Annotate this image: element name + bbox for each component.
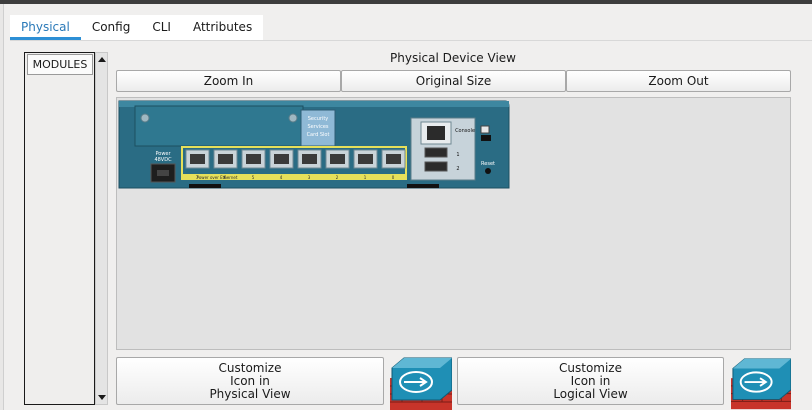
firewall-symbol-ring	[739, 371, 773, 393]
modules-header[interactable]: MODULES	[27, 54, 93, 75]
customize-logical-line1: Customize	[559, 360, 622, 375]
port-0-socket	[386, 154, 401, 164]
port-number-2: 2	[336, 175, 339, 180]
usb-port-2[interactable]	[424, 161, 448, 172]
security-services-card-slot[interactable]	[300, 109, 336, 147]
customize-logical-line3: Logical View	[553, 386, 628, 401]
customize-logical-line2: Icon in	[570, 373, 611, 388]
device-chassis-svg: Security Services Card Slot Power 48VDC	[118, 100, 510, 189]
slot-label-line1: Security	[308, 116, 329, 122]
port-3-socket	[302, 154, 317, 164]
scroll-down-arrow-icon[interactable]	[97, 392, 107, 402]
slot-screw-left	[140, 113, 150, 123]
port-7-socket	[190, 154, 205, 164]
reset-label: Reset	[481, 161, 495, 167]
chassis-top-edge	[119, 101, 509, 107]
logical-view-firewall-icon[interactable]	[731, 356, 791, 410]
tab-config[interactable]: Config	[91, 20, 131, 34]
slot-label-line3: Card Slot	[307, 132, 330, 138]
port-number-5: 5	[252, 175, 255, 180]
zoom-out-button[interactable]: Zoom Out	[566, 70, 791, 92]
physical-device-view-title: Physical Device View	[390, 51, 516, 65]
tab-physical[interactable]: Physical	[10, 15, 81, 40]
customize-physical-line3: Physical View	[209, 386, 291, 401]
original-size-button[interactable]: Original Size	[341, 70, 566, 92]
port-number-7: 7	[196, 175, 199, 180]
usb-port-1[interactable]	[424, 147, 448, 158]
port-2-socket	[330, 154, 345, 164]
tab-cli[interactable]: CLI	[152, 20, 171, 34]
port-number-4: 4	[280, 175, 283, 180]
tab-attributes[interactable]: Attributes	[192, 20, 253, 34]
port-6-socket	[218, 154, 233, 164]
port-5-socket	[246, 154, 261, 164]
firewall-device-top	[732, 358, 791, 369]
device-foot-left	[189, 184, 221, 188]
tab-bar: Physical Config CLI Attributes	[10, 15, 264, 40]
firewall-symbol-ring	[399, 371, 433, 393]
console-label: Console	[455, 128, 475, 134]
firewall-symbol-arrow	[744, 377, 768, 387]
customize-physical-line1: Customize	[218, 360, 282, 375]
poe-strip-label: Power over Ethernet	[197, 175, 238, 180]
firewall-device-top	[392, 358, 452, 368]
port-number-0: 0	[392, 175, 395, 180]
physical-device-canvas[interactable]: Security Services Card Slot Power 48VDC	[116, 97, 791, 350]
window-top-strip	[0, 0, 812, 4]
customize-logical-view-button[interactable]: Customize Icon in Logical View	[457, 357, 724, 405]
physical-view-firewall-icon[interactable]	[390, 356, 452, 410]
port-number-6: 6	[224, 175, 227, 180]
security-slot	[481, 135, 491, 141]
modules-list[interactable]: MODULES	[24, 52, 95, 405]
port-4-socket	[274, 154, 289, 164]
lock-icon	[480, 125, 490, 134]
device-foot-right	[407, 184, 439, 188]
ethernet-ports	[185, 149, 406, 169]
module-slot-plate	[134, 105, 304, 147]
reset-button[interactable]	[485, 168, 491, 174]
slot-label-line2: Services	[307, 124, 328, 130]
usb-label-1: 1	[456, 152, 459, 158]
slot-screw-right	[288, 113, 298, 123]
customize-physical-line2: Icon in	[230, 373, 270, 388]
port-number-1: 1	[364, 175, 367, 180]
firewall-symbol-arrow	[404, 377, 428, 387]
port-number-3: 3	[308, 175, 311, 180]
power-connector-pins	[157, 170, 169, 176]
scroll-up-arrow-icon[interactable]	[97, 55, 107, 65]
power-label-line1: Power	[155, 151, 171, 157]
power-label-line2: 48VDC	[154, 157, 172, 163]
modules-scrollbar[interactable]	[95, 52, 108, 405]
usb-label-2: 2	[456, 166, 459, 172]
zoom-in-button[interactable]: Zoom In	[116, 70, 341, 92]
tab-divider	[10, 40, 812, 41]
port-1-socket	[358, 154, 373, 164]
console-port[interactable]	[427, 126, 445, 140]
customize-physical-view-button[interactable]: Customize Icon in Physical View	[116, 357, 384, 405]
left-edge-panel	[0, 4, 4, 410]
